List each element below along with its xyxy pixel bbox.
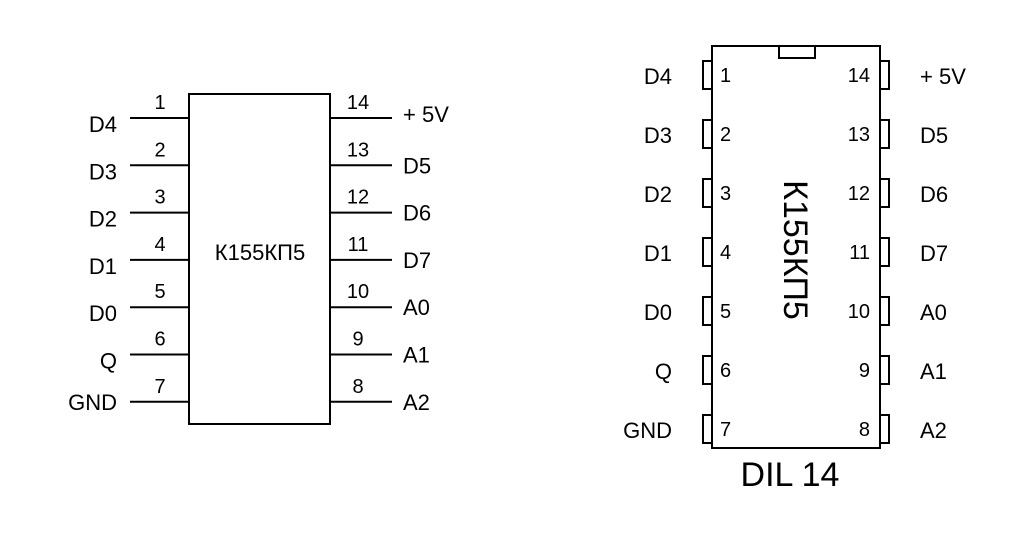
package-pin bbox=[880, 178, 890, 208]
package-pin-number: 2 bbox=[720, 124, 731, 146]
schematic-pin-number: 8 bbox=[352, 376, 363, 398]
schematic-pin-number: 6 bbox=[154, 329, 165, 351]
package-pin-label: GND bbox=[623, 418, 672, 443]
schematic-pin-number: 5 bbox=[154, 281, 165, 303]
package-pin bbox=[702, 60, 712, 90]
schematic-pin-label: D2 bbox=[89, 207, 117, 232]
package-pin-label: Q bbox=[655, 359, 672, 384]
schematic-pin-number: 10 bbox=[347, 281, 369, 303]
package-pin-number: 5 bbox=[720, 301, 731, 323]
package-pin-label: D3 bbox=[644, 123, 672, 148]
package-pin-label: D5 bbox=[920, 123, 948, 148]
package-left-pins: 1 D4 2 D3 3 D2 4 D1 5 D0 6 Q 7 GND bbox=[623, 60, 731, 444]
schematic-pin-label: + 5V bbox=[403, 102, 449, 127]
schematic-pin-label: D7 bbox=[403, 248, 431, 273]
schematic-pin-number: 11 bbox=[348, 234, 369, 256]
schematic-pin-label: GND bbox=[68, 390, 117, 415]
package-pin bbox=[880, 355, 890, 385]
package-pin-label: A1 bbox=[920, 359, 947, 384]
package-pin-label: A0 bbox=[920, 300, 947, 325]
package-pin bbox=[880, 119, 890, 149]
package-pin-label: D6 bbox=[920, 182, 948, 207]
schematic-pin-label: A1 bbox=[403, 343, 430, 368]
schematic-pin-number: 9 bbox=[352, 329, 363, 351]
package-pin-number: 1 bbox=[720, 65, 731, 87]
package-pin-number: 8 bbox=[859, 419, 870, 441]
package-pin bbox=[880, 237, 890, 267]
package-pin bbox=[880, 414, 890, 444]
package-chip-label: К155КП5 bbox=[776, 180, 814, 320]
schematic-pin-label: Q bbox=[100, 349, 117, 374]
schematic-pin-number: 4 bbox=[154, 234, 165, 256]
package-pin bbox=[702, 355, 712, 385]
package-pin-label: D2 bbox=[644, 182, 672, 207]
package-pin-number: 6 bbox=[720, 360, 731, 382]
package-pin bbox=[880, 296, 890, 326]
schematic-pin-number: 14 bbox=[347, 92, 369, 114]
package-pin-number: 12 bbox=[848, 183, 870, 205]
package-pin-label: D1 bbox=[644, 241, 672, 266]
package-pin-label: D0 bbox=[644, 300, 672, 325]
schematic-pin-label: D1 bbox=[89, 254, 117, 279]
schematic-pin-label: A2 bbox=[403, 390, 430, 415]
package-pin bbox=[702, 237, 712, 267]
schematic-pin-label: D4 bbox=[89, 112, 117, 137]
package-pin bbox=[702, 119, 712, 149]
package-pin-number: 7 bbox=[720, 419, 731, 441]
package-pin-number: 9 bbox=[859, 360, 870, 382]
package-right-pins: 14 + 5V 13 D5 12 D6 11 D7 10 A0 9 A1 8 A2 bbox=[848, 60, 966, 444]
dil-package: К155КП5 DIL 14 1 D4 2 D3 3 D2 4 D1 5 D0 6 Q 7 GND 14 +… bbox=[623, 45, 966, 494]
schematic-pin-number: 12 bbox=[347, 187, 369, 209]
package-pin-number: 13 bbox=[848, 124, 870, 146]
package-pin-number: 3 bbox=[720, 183, 731, 205]
schematic-pin-number: 2 bbox=[154, 139, 165, 161]
package-pin-label: A2 bbox=[920, 418, 947, 443]
package-pin-label: D7 bbox=[920, 241, 948, 266]
package-pin bbox=[702, 414, 712, 444]
schematic-chip-label: К155КП5 bbox=[215, 240, 305, 265]
package-pin-label: + 5V bbox=[920, 64, 966, 89]
package-pin-number: 14 bbox=[848, 65, 870, 87]
schematic-pin-label: D0 bbox=[89, 301, 117, 326]
schematic-pin-label: D3 bbox=[89, 159, 117, 184]
schematic-pin-label: A0 bbox=[403, 295, 430, 320]
schematic-pin-number: 13 bbox=[347, 139, 369, 161]
package-pin-number: 11 bbox=[849, 242, 870, 264]
schematic-pin-label: D5 bbox=[403, 153, 431, 178]
package-pin bbox=[880, 60, 890, 90]
package-pin bbox=[702, 178, 712, 208]
schematic-pin-number: 1 bbox=[154, 92, 165, 114]
package-pin-number: 4 bbox=[720, 242, 731, 264]
package-notch bbox=[778, 45, 816, 59]
package-pin-number: 10 bbox=[848, 301, 870, 323]
package-pin-label: D4 bbox=[644, 64, 672, 89]
package-pin bbox=[702, 296, 712, 326]
package-type-label: DIL 14 bbox=[741, 456, 840, 494]
schematic-pin-label: D6 bbox=[403, 201, 431, 226]
schematic-pin-number: 3 bbox=[154, 187, 165, 209]
schematic-pin-number: 7 bbox=[154, 376, 165, 398]
